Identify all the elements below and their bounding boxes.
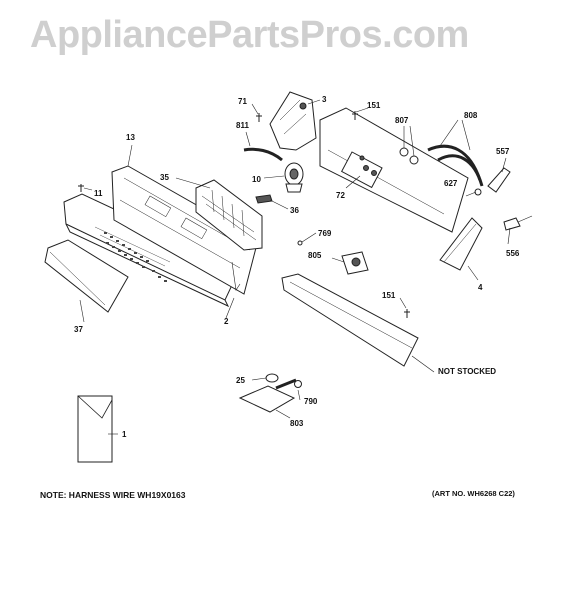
part-808-hoses <box>427 144 484 187</box>
part-790-fitting <box>294 380 302 388</box>
part-35-grid-bracket <box>195 179 263 251</box>
label-35: 35 <box>160 173 169 182</box>
label-4: 4 <box>478 283 483 292</box>
label-627: 627 <box>444 179 458 188</box>
watermark-logo: AppliancePartsPros.com <box>30 14 469 56</box>
lower-support-panel <box>281 273 419 367</box>
part-807-washers <box>399 147 419 165</box>
part-811-hose <box>243 147 283 162</box>
part-10-pressure-switch <box>284 162 304 193</box>
part-3-bracket <box>269 91 317 151</box>
part-151-screw-a <box>352 111 358 120</box>
label-556: 556 <box>506 249 520 258</box>
label-790: 790 <box>304 397 318 406</box>
part-769-screw <box>297 240 303 246</box>
label-1: 1 <box>122 430 127 439</box>
part-36-clip <box>255 194 273 204</box>
part-2-control-board-frame <box>111 165 259 295</box>
label-71: 71 <box>238 97 247 106</box>
harness-note: NOTE: HARNESS WIRE WH19X0163 <box>40 490 186 500</box>
part-151-screw-b <box>404 309 410 318</box>
part-25-knob <box>265 373 279 383</box>
part-1-literature-envelope <box>77 395 113 463</box>
label-13: 13 <box>126 133 135 142</box>
label-2: 2 <box>224 317 229 326</box>
label-557: 557 <box>496 147 510 156</box>
leader-lines <box>79 99 511 435</box>
label-not-stocked: NOT STOCKED <box>438 367 496 376</box>
label-811: 811 <box>236 121 249 130</box>
label-37: 37 <box>74 325 83 334</box>
art-number: (ART NO. WH6268 C22) <box>432 489 515 498</box>
label-72: 72 <box>336 191 345 200</box>
label-151b: 151 <box>382 291 396 300</box>
label-769: 769 <box>318 229 332 238</box>
part-557-sensor <box>487 167 511 193</box>
part-labels: 13 11 35 71 3 811 10 36 151 72 807 808 5… <box>74 95 520 439</box>
part-37-panel-cover <box>44 239 129 313</box>
part-11-screw <box>78 184 84 192</box>
label-807: 807 <box>395 116 409 125</box>
label-10: 10 <box>252 175 261 184</box>
part-4-side-bracket <box>439 217 483 271</box>
label-803: 803 <box>290 419 304 428</box>
part-556-thermistor <box>503 215 533 231</box>
label-805: 805 <box>308 251 322 260</box>
label-36: 36 <box>290 206 299 215</box>
label-25: 25 <box>236 376 245 385</box>
label-151a: 151 <box>367 101 381 110</box>
part-72-backsplash <box>319 107 469 233</box>
part-71-screw <box>256 113 262 122</box>
part-627-fitting <box>474 188 482 196</box>
part-803-dispenser <box>238 378 297 413</box>
label-11: 11 <box>94 189 103 198</box>
label-3: 3 <box>322 95 327 104</box>
part-805-valve <box>341 251 369 275</box>
label-808: 808 <box>464 111 478 120</box>
